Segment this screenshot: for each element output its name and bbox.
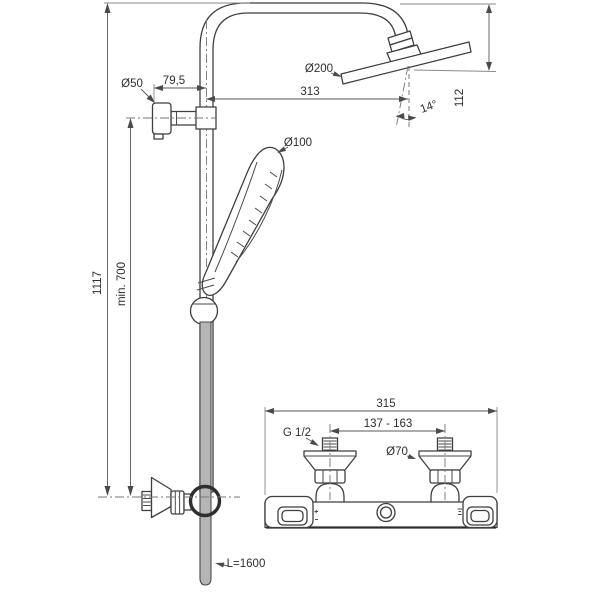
dim-label-d100: Ø100 [284,137,312,149]
dim-min-height: min. 700 [116,118,134,496]
dim-label-L1600: L=1600 [227,558,266,570]
dim-rain-head-drop: 112 [400,3,497,107]
dim-mixer-width: 315 [264,398,498,495]
dim-rain-head-diameter: Ø200 [305,63,342,77]
dim-thread-size: G 1/2 [283,427,319,446]
hand-shower-holder [189,296,219,326]
head-angle-construction [395,65,417,130]
dim-wall-offset: 79,5 [153,75,206,102]
dim-overall-height: 1117 [92,2,250,496]
spray-face-hatching [230,171,278,258]
dim-label-min700: min. 700 [116,262,128,306]
dim-label-315: 315 [376,398,395,410]
dim-label-d70: Ø70 [386,446,408,458]
dim-label-d200: Ø200 [305,63,333,75]
temperature-marks-icon [314,509,318,520]
dim-head-angle: 14° [419,99,439,116]
dim-label-d50: Ø50 [121,78,143,90]
dim-label-79-5: 79,5 [163,75,185,87]
dim-hand-shower-diameter: Ø100 [277,137,312,153]
mixer-detail [264,424,498,529]
dim-label-313: 313 [300,86,319,98]
dim-label-137-163: 137 - 163 [364,418,413,430]
hose-guide-ring [188,484,222,518]
shower-symbol-icon [457,508,462,515]
dim-label-14deg: 14° [419,99,439,116]
spray-face-edge [235,169,283,263]
dim-label-1117: 1117 [92,271,104,295]
dim-label-G12: G 1/2 [283,427,311,439]
dim-rain-head-reach: 313 [206,86,408,102]
dim-connection-centers: 137 - 163 [330,418,445,434]
shower-hose [199,321,212,586]
rain-head [340,41,472,85]
dim-bracket-diameter: Ø50 [121,78,155,103]
dim-hose-length: L=1600 [215,558,265,570]
hand-shower [196,146,285,297]
dim-escutcheon-diameter: Ø70 [386,446,416,459]
wall-elbow [141,476,192,519]
dim-label-112: 112 [454,89,466,107]
